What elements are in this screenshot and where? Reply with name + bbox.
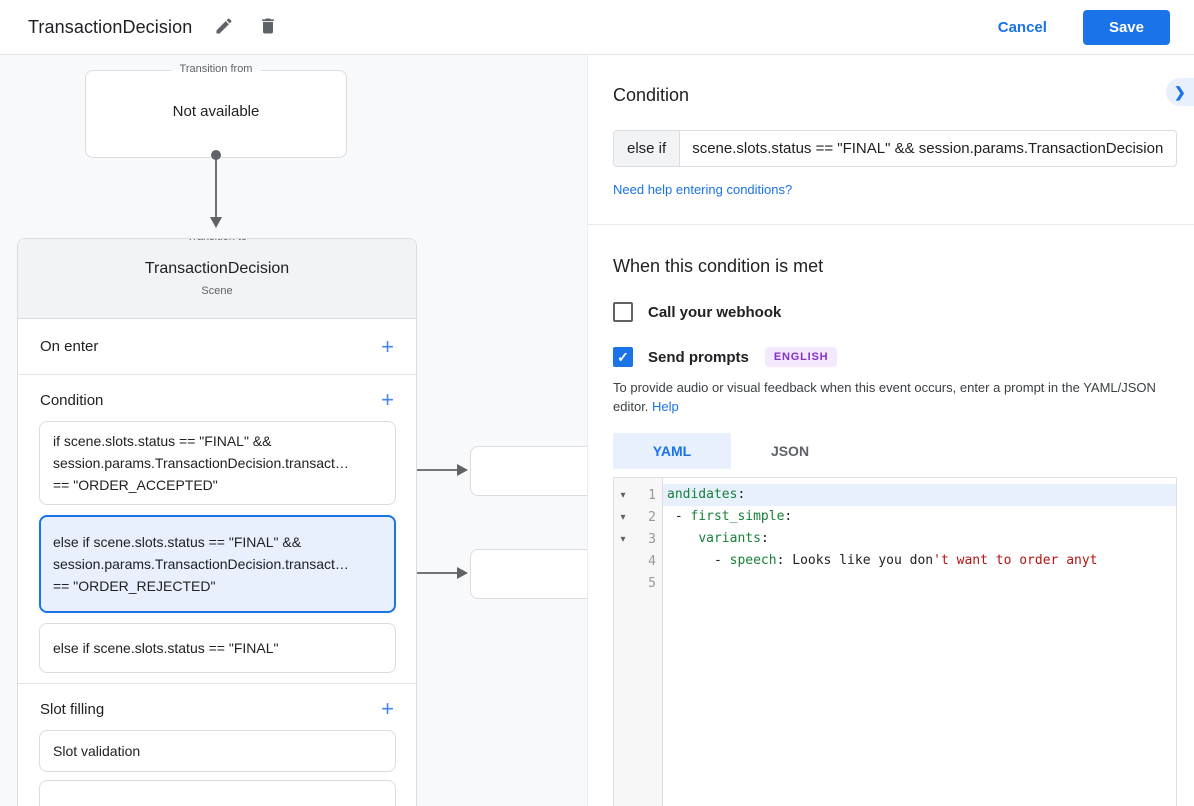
- webhook-checkbox[interactable]: [613, 302, 633, 322]
- slot-filling-section-row: Slot filling +: [18, 684, 416, 730]
- code-line[interactable]: andidates:: [663, 484, 1176, 506]
- editor-code[interactable]: andidates: - first_simple: variants: - s…: [663, 478, 1176, 806]
- top-bar: TransactionDecision Cancel Save: [0, 0, 1194, 55]
- gutter-line[interactable]: ▾2: [614, 506, 662, 528]
- language-badge: ENGLISH: [764, 347, 838, 367]
- section-divider: [18, 683, 416, 684]
- condition-line: session.params.TransactionDecision.trans…: [53, 556, 349, 572]
- on-enter-row: On enter +: [18, 319, 416, 375]
- fold-arrow-icon[interactable]: ▾: [620, 533, 626, 545]
- condition-line: == "ORDER_ACCEPTED": [53, 477, 218, 493]
- editor-tabs: YAML JSON: [613, 433, 1177, 469]
- send-prompts-checkbox[interactable]: ✓: [613, 347, 633, 367]
- gutter-line: 4: [614, 550, 662, 572]
- condition-card-rejected-selected[interactable]: else if scene.slots.status == "FINAL" &&…: [39, 515, 396, 613]
- collapse-panel-button[interactable]: ❯: [1166, 78, 1194, 106]
- fold-arrow-icon[interactable]: ▾: [620, 489, 626, 501]
- line-number: 2: [648, 509, 656, 525]
- condition-card-final[interactable]: else if scene.slots.status == "FINAL": [39, 623, 396, 673]
- transition-to-label: Transition to: [178, 239, 256, 243]
- condition-line: == "ORDER_REJECTED": [53, 578, 216, 594]
- transition-from-box: Transition from Not available: [85, 63, 347, 158]
- code-line[interactable]: [663, 572, 1176, 594]
- webhook-label: Call your webhook: [648, 303, 782, 321]
- slot-validation-card[interactable]: Slot validation: [39, 730, 396, 772]
- gutter-line: 5: [614, 572, 662, 594]
- flow-canvas: Transition from Not available Transition…: [0, 55, 588, 806]
- add-slot-button[interactable]: +: [381, 696, 394, 721]
- delete-scene-button[interactable]: [256, 15, 280, 39]
- slot-card-stub[interactable]: [39, 780, 396, 806]
- condition-line: else if scene.slots.status == "FINAL": [53, 640, 279, 656]
- prompts-hint: To provide audio or visual feedback when…: [613, 378, 1175, 416]
- scene-subtitle: Scene: [201, 285, 233, 297]
- trash-icon: [258, 16, 278, 39]
- chevron-right-icon: ❯: [1174, 83, 1186, 100]
- line-number: 3: [648, 531, 656, 547]
- code-line[interactable]: - speech: Looks like you don't want to o…: [667, 553, 1098, 568]
- condition-section-row: Condition +: [18, 375, 416, 421]
- code-line[interactable]: variants:: [698, 531, 769, 546]
- condition-input-group: else if: [613, 130, 1177, 167]
- page-title: TransactionDecision: [28, 16, 193, 37]
- line-number: 1: [648, 487, 656, 503]
- pencil-icon: [214, 16, 234, 39]
- condition-line: if scene.slots.status == "FINAL" &&: [53, 433, 272, 449]
- scene-header[interactable]: TransactionDecision Scene: [18, 239, 416, 319]
- tab-json[interactable]: JSON: [770, 443, 810, 459]
- webhook-row: Call your webhook: [613, 302, 1177, 322]
- fold-arrow-icon[interactable]: ▾: [620, 511, 626, 523]
- transition-target-box-rejected[interactable]: [470, 549, 587, 599]
- cancel-button[interactable]: Cancel: [997, 18, 1047, 36]
- condition-help-link[interactable]: Need help entering conditions?: [613, 182, 793, 197]
- prompts-help-link[interactable]: Help: [652, 399, 679, 414]
- condition-section-label: Condition: [40, 391, 104, 409]
- condition-prefix: else if: [613, 130, 680, 167]
- check-icon: ✓: [617, 348, 629, 365]
- condition-line: else if scene.slots.status == "FINAL" &&: [53, 534, 302, 550]
- send-prompts-label: Send prompts: [648, 348, 749, 366]
- condition-card-accepted[interactable]: if scene.slots.status == "FINAL" && sess…: [39, 421, 396, 505]
- add-on-enter-button[interactable]: +: [381, 333, 394, 359]
- condition-expression-input[interactable]: [679, 130, 1177, 167]
- add-condition-button[interactable]: +: [381, 387, 394, 412]
- slot-filling-label: Slot filling: [40, 700, 105, 718]
- line-number: 4: [648, 553, 656, 569]
- transition-target-box-accepted[interactable]: [470, 446, 587, 496]
- line-number: 5: [648, 575, 656, 591]
- code-line[interactable]: - first_simple:: [667, 509, 793, 524]
- transition-from-content: Not available: [172, 103, 260, 120]
- prompts-hint-text: To provide audio or visual feedback when…: [613, 380, 1156, 414]
- tab-yaml[interactable]: YAML: [613, 433, 731, 469]
- condition-heading: Condition: [613, 85, 690, 105]
- gutter-line[interactable]: ▾3: [614, 528, 662, 550]
- transition-from-label: Transition from: [171, 63, 261, 75]
- send-prompts-row: ✓ Send prompts ENGLISH: [613, 347, 1177, 367]
- on-enter-label: On enter: [40, 338, 99, 355]
- save-button[interactable]: Save: [1082, 9, 1170, 45]
- scene-node: Transition to TransactionDecision Scene …: [17, 238, 417, 806]
- condition-line: session.params.TransactionDecision.trans…: [53, 455, 349, 471]
- condition-met-heading: When this condition is met: [613, 256, 824, 276]
- gutter-line[interactable]: ▾1: [614, 484, 662, 506]
- scene-title: TransactionDecision: [144, 260, 290, 277]
- condition-edit-panel: ❯ Condition else if Need help entering c…: [588, 55, 1194, 806]
- panel-divider: [588, 224, 1194, 225]
- edit-title-button[interactable]: [212, 15, 236, 39]
